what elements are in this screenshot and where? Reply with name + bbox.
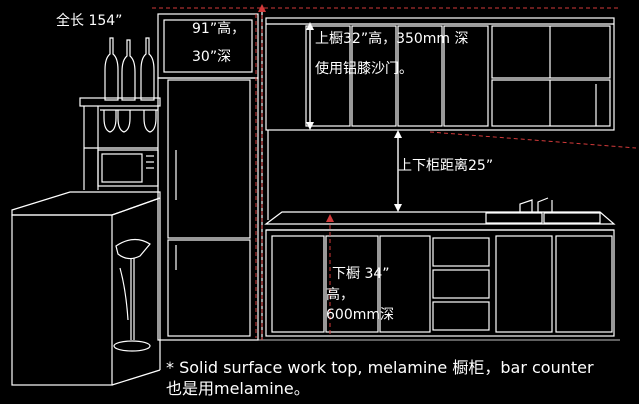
wine-rack: [79, 97, 161, 190]
upper-cabinet-size-label: 上橱32”高，350mm 深: [315, 31, 469, 47]
fridge-height-label: 91”高，: [192, 21, 246, 37]
countertop: [264, 211, 616, 231]
lower-cabinet-height-label: 下橱 34”: [332, 266, 390, 282]
wine-bottles: [104, 37, 155, 101]
cabinet-gap-label: 上下柜距离25”: [398, 158, 494, 174]
upper-cabinet-door-label: 使用铝膝沙门。: [315, 61, 413, 77]
lower-cabinet-depth-label: 600mm深: [326, 307, 394, 323]
total-length-label: 全长 154”: [56, 13, 123, 29]
bar-stools: [113, 238, 151, 352]
fridge-depth-label: 30”深: [192, 49, 232, 65]
lower-cabinet-height-unit-label: 高，: [326, 287, 354, 303]
microwave: [97, 149, 159, 187]
upper-cabinets: [265, 17, 615, 131]
lower-cabinets: [265, 229, 615, 337]
material-note-line1: * Solid surface work top, melamine 橱柜，ba…: [166, 358, 594, 377]
fridge-column: [157, 13, 259, 341]
sink: [485, 197, 601, 224]
dimension-lines: [152, 7, 637, 340]
dimension-arrows: [309, 26, 399, 208]
material-note-line2: 也是用melamine。: [166, 379, 310, 398]
bar-counter: [11, 191, 161, 386]
